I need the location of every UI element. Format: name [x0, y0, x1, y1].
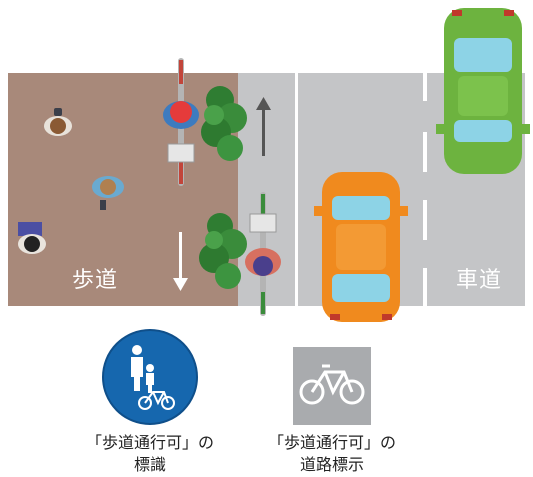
roadway-label: 車道 [456, 268, 503, 293]
sign-caption: 「歩道通行可」の 標識 [65, 432, 235, 476]
hedge-bottom [199, 213, 247, 289]
sign-caption-line1: 「歩道通行可」の [85, 433, 214, 452]
marking-caption: 「歩道通行可」の 道路標示 [247, 432, 417, 476]
pedestrian-bicycle-sign-icon [102, 329, 198, 425]
hedge-top [201, 86, 247, 161]
down-arrow-icon [173, 232, 188, 291]
cyclist-sidewalk [163, 58, 199, 186]
green-car [436, 8, 530, 174]
pedestrian-1 [44, 108, 72, 136]
marking-caption-line2: 道路標示 [299, 455, 364, 474]
pedestrian-2 [92, 176, 124, 210]
orange-car [314, 172, 408, 322]
lane-line-dashed [423, 73, 427, 306]
up-arrow-icon [256, 97, 271, 156]
marking-caption-line1: 「歩道通行可」の [267, 433, 396, 452]
sign-caption-line2: 標識 [133, 455, 166, 474]
bicycle-road-marking-icon [293, 347, 371, 425]
lane-line-solid [295, 73, 298, 306]
sidewalk-label: 歩道 [72, 268, 119, 293]
pedestrian-3 [18, 222, 46, 254]
cyclist-road [245, 192, 281, 316]
